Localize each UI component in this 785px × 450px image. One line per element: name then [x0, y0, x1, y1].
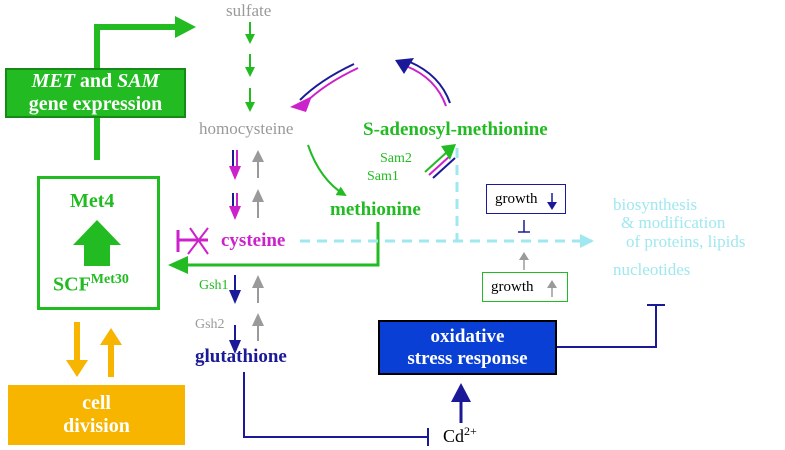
- sam-cycle-arrows: [290, 58, 451, 112]
- cd-label: Cd2+: [443, 424, 477, 446]
- met4-scf-box: [37, 176, 160, 310]
- cysteine-inhibition: [176, 227, 209, 255]
- homocysteine-label: homocysteine: [199, 119, 294, 138]
- cell-division-arrows: [66, 322, 122, 377]
- biosynthesis-line1: biosynthesis: [613, 195, 698, 214]
- oxidative-biosynthesis-inhibition: [557, 305, 657, 348]
- sam-synthetase-arrows: [424, 144, 456, 179]
- gene-expression-line2: gene expression: [28, 93, 163, 115]
- met4-up-arrow: [73, 220, 121, 266]
- gene-expression-line1: MET and SAM: [31, 70, 160, 92]
- glutathione-cd-inhibition: [243, 372, 428, 438]
- sam2-label: Sam2: [380, 151, 412, 166]
- glutathione-pathway-arrows: [229, 275, 264, 354]
- biosynthesis-line2: & modification: [621, 213, 726, 232]
- growth-inhibition-symbol: [518, 220, 530, 233]
- glutathione-label: glutathione: [195, 346, 287, 367]
- growth-down-box: growth: [486, 184, 566, 214]
- scf-met30-label: SCFMet30: [53, 272, 129, 296]
- methionine-to-met4-arrow: [188, 222, 380, 267]
- methionine-to-met4-arrowhead: [168, 256, 188, 274]
- homocysteine-to-methionine-arrow: [307, 144, 347, 197]
- oxidative-stress-box: oxidative stress response: [378, 320, 557, 375]
- biosynthesis-line4: nucleotides: [613, 260, 691, 279]
- sulfate-label: sulfate: [226, 1, 272, 20]
- cysteine-transsulfuration-arrows: [229, 150, 264, 220]
- gsh2-label: Gsh2: [195, 317, 225, 332]
- sam1-label: Sam1: [367, 169, 399, 184]
- methionine-label: methionine: [330, 199, 421, 220]
- gene-expression-arrowhead: [175, 16, 196, 38]
- gsh1-label: Gsh1: [199, 278, 229, 293]
- sam-label: S-adenosyl-methionine: [363, 119, 548, 140]
- gene-expression-box: MET and SAM gene expression: [5, 68, 186, 118]
- biosynthesis-dashed-arrows: [300, 148, 594, 248]
- met4-label: Met4: [70, 190, 115, 212]
- growth-up-box: growth: [482, 272, 568, 302]
- biosynthesis-line3: of proteins, lipids: [626, 232, 746, 251]
- cell-division-box: cell division: [8, 385, 185, 445]
- cysteine-label: cysteine: [221, 230, 286, 251]
